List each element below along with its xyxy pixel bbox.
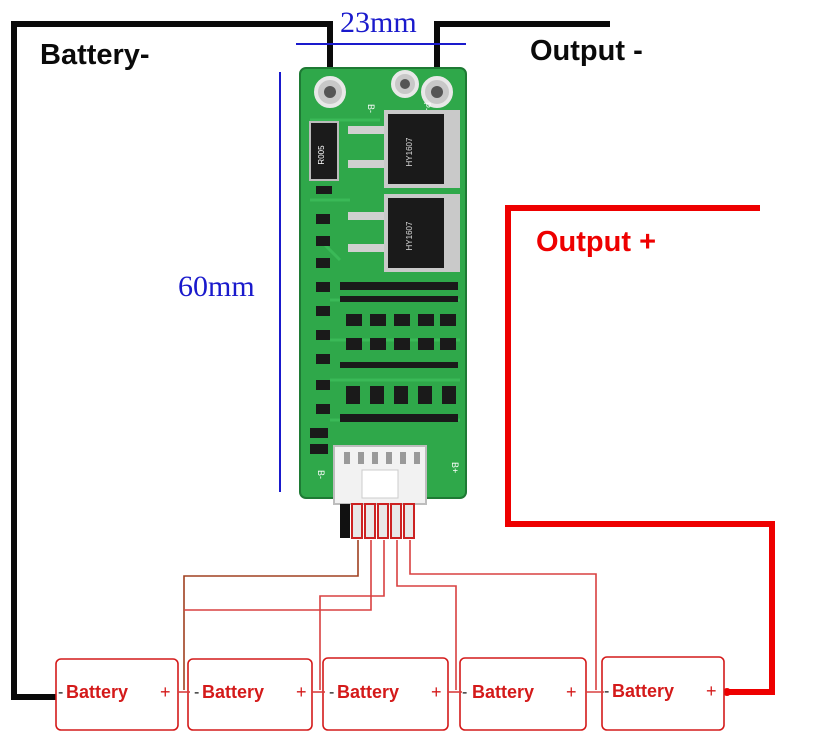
battery-1: - Battery + <box>55 658 179 731</box>
battery-3-plus: + <box>431 682 442 702</box>
pcb-hole-mid-inner <box>400 79 410 89</box>
pcb-marking-b-plus-bottom: B+ <box>450 462 460 473</box>
output-minus-label: Output - <box>530 35 643 67</box>
balance-ribbon <box>340 503 415 539</box>
output-plus-wire <box>505 205 775 695</box>
height-dimension-label: 60mm <box>178 270 255 303</box>
battery-1-label: Battery <box>66 682 128 702</box>
balance-wire-4 <box>396 540 457 690</box>
battery-1-plus: + <box>160 682 171 702</box>
battery-3-minus: - <box>329 684 334 701</box>
shunt-resistor <box>309 121 339 181</box>
balance-wires <box>183 540 597 690</box>
battery-3: - Battery + <box>322 657 449 731</box>
battery-5-plus: + <box>706 681 717 701</box>
balance-wire-5 <box>409 540 597 690</box>
battery-3-label: Battery <box>337 682 399 702</box>
battery-2-minus: - <box>194 684 199 701</box>
pcb-marking-p-minus-top: P- <box>422 102 432 111</box>
battery-minus-wire <box>11 21 333 700</box>
pcb-hole-b-minus-inner <box>324 86 336 98</box>
pcb-marking-b-minus-bottom: B- <box>316 470 326 479</box>
mosfet-1: HY1607 <box>348 110 460 188</box>
balance-wire-1 <box>183 540 359 690</box>
mosfet-2-marking: HY1607 <box>405 221 414 250</box>
smd-components <box>310 186 458 454</box>
battery-4-label: Battery <box>472 682 534 702</box>
pcb-marking-b-minus-top: B- <box>366 104 376 113</box>
battery-2-plus: + <box>296 682 307 702</box>
battery-2: - Battery + <box>187 658 313 731</box>
battery-minus-label: Battery- <box>40 39 150 71</box>
mosfet-2: HY1607 <box>348 194 460 272</box>
battery-4-plus: + <box>566 682 577 702</box>
battery-4: - Battery + <box>459 657 587 731</box>
width-dimension-label: 23mm <box>340 6 417 39</box>
battery-5: - Battery + <box>601 656 725 731</box>
battery-1-minus: - <box>58 684 63 701</box>
output-plus-label: Output + <box>536 226 656 258</box>
bms-pcb: B- P- R005 HY1607 HY1607 <box>299 67 467 539</box>
pcb-hole-p-minus-inner <box>431 86 443 98</box>
mosfet-1-marking: HY1607 <box>405 137 414 166</box>
balance-wire-3 <box>319 540 385 690</box>
battery-5-minus: - <box>604 683 609 700</box>
battery-2-label: Battery <box>202 682 264 702</box>
output-plus-terminal <box>723 688 731 696</box>
battery-4-minus: - <box>462 684 467 701</box>
battery-5-label: Battery <box>612 681 674 701</box>
balance-wire-2 <box>184 540 372 611</box>
balance-connector <box>333 445 427 505</box>
output-minus-wire <box>434 21 610 82</box>
resistor-marking: R005 <box>317 145 326 165</box>
